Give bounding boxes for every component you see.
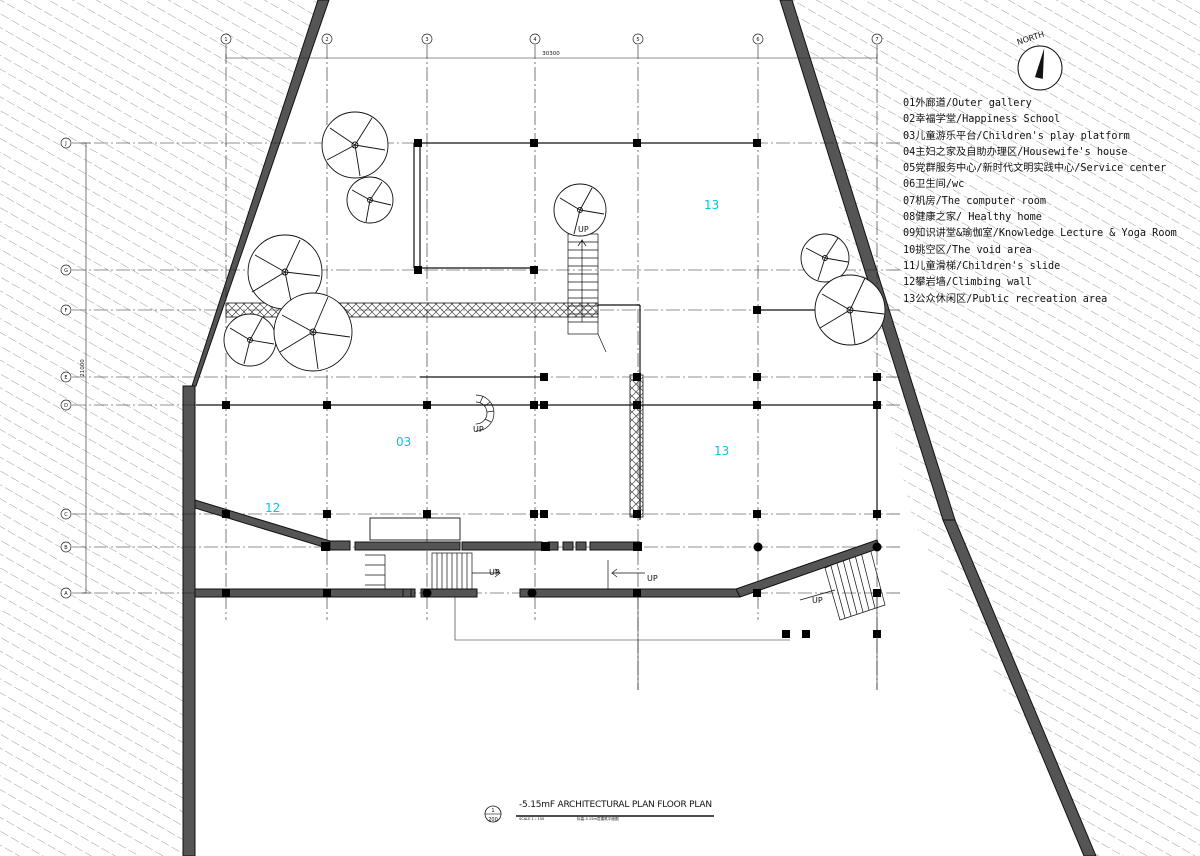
tree-icon bbox=[346, 176, 394, 224]
title-scale-ref: 200 bbox=[488, 817, 498, 823]
legend-item: 10挑空区/The void area bbox=[903, 244, 1032, 256]
grid-label-col-5: 5 bbox=[636, 37, 639, 43]
grid-label-row-d: D bbox=[64, 403, 68, 409]
drawing-subtitle-cn: 标高-5.15m层建筑平面图 bbox=[577, 817, 619, 821]
textured-wall bbox=[629, 374, 644, 518]
upper-platform-outline bbox=[196, 142, 878, 520]
up-arrow-right bbox=[607, 560, 645, 590]
dimension-lines bbox=[82, 54, 878, 594]
tree-icon bbox=[553, 183, 607, 237]
grid-label-col-2: 2 bbox=[325, 37, 328, 43]
columns bbox=[222, 139, 882, 638]
zone-label-13-upper: 13 bbox=[704, 198, 719, 212]
legend-item: 06卫生间/wc bbox=[903, 179, 965, 191]
grid-label-col-1: 1 bbox=[224, 37, 227, 43]
legend-item: 04主妇之家及自助办理区/Housewife's house bbox=[903, 146, 1128, 158]
tree-icon bbox=[321, 111, 389, 179]
legend-item: 07机房/The computer room bbox=[903, 195, 1047, 207]
legend-item: 12攀岩墙/Climbing wall bbox=[903, 277, 1032, 289]
legend-item: 08健康之家/ Healthy home bbox=[903, 212, 1042, 224]
title-number: 1 bbox=[491, 808, 494, 814]
up-label: UP bbox=[578, 225, 589, 234]
up-label: UP bbox=[812, 596, 823, 605]
bench bbox=[369, 517, 461, 541]
title-block-graphics bbox=[484, 805, 714, 823]
grid-bubble-labels: 1 2 3 4 5 6 7 J G F E D C B A bbox=[64, 37, 879, 597]
grid-label-row-j: J bbox=[64, 141, 66, 147]
spiral-stair bbox=[475, 394, 495, 432]
dimension-height: 21000 bbox=[80, 359, 86, 377]
grid-label-row-g: G bbox=[64, 268, 68, 274]
up-label: UP bbox=[489, 568, 500, 577]
tree-icon bbox=[223, 313, 277, 367]
zone-label-03: 03 bbox=[396, 435, 411, 449]
zone-label-13-lower: 13 bbox=[714, 444, 729, 458]
tree-icon bbox=[800, 233, 850, 283]
up-labels: UP UP UP UP UP bbox=[473, 225, 823, 605]
legend-item: 03儿童游乐平台/Children's play platform bbox=[903, 130, 1130, 142]
zone-label-12: 12 bbox=[265, 501, 280, 515]
grid-bubbles bbox=[60, 33, 883, 599]
grid-label-col-3: 3 bbox=[425, 37, 428, 43]
trees bbox=[223, 111, 886, 372]
up-label: UP bbox=[473, 425, 484, 434]
grid-label-row-a: A bbox=[64, 591, 68, 597]
legend-item: 13公众休闲区/Public recreation area bbox=[903, 293, 1108, 305]
legend-item: 09知识讲堂&瑜伽室/Knowledge Lecture & Yoga Room bbox=[903, 228, 1177, 240]
dimension-width: 30300 bbox=[542, 51, 560, 57]
zone-labels: 13 03 13 12 bbox=[265, 198, 729, 515]
main-stair bbox=[567, 233, 607, 353]
drawing-title: -5.15mF ARCHITECTURAL PLAN FLOOR PLAN bbox=[519, 800, 712, 810]
tree-icon bbox=[273, 292, 353, 372]
room-legend: 01外廊道/Outer gallery 02幸福学堂/Happiness Sch… bbox=[903, 96, 1177, 308]
lower-outline bbox=[454, 597, 878, 690]
grid-label-row-c: C bbox=[64, 512, 68, 518]
grid-label-row-e: E bbox=[64, 375, 67, 381]
grid-label-col-4: 4 bbox=[533, 37, 536, 43]
drawing-scale: SCALE 1 : 150 bbox=[519, 817, 545, 821]
title-block: -5.15mF ARCHITECTURAL PLAN FLOOR PLAN SC… bbox=[482, 800, 722, 830]
legend-item: 02幸福学堂/Happiness School bbox=[903, 114, 1061, 126]
grid-label-row-f: F bbox=[65, 308, 68, 314]
grid-label-col-6: 6 bbox=[756, 37, 759, 43]
grid-label-row-b: B bbox=[64, 545, 68, 551]
tree-icon bbox=[814, 274, 886, 346]
legend-item: 01外廊道/Outer gallery bbox=[903, 98, 1032, 109]
legend-item: 05党群服务中心/新时代文明实践中心/Service center bbox=[903, 163, 1167, 175]
grid-label-col-7: 7 bbox=[875, 37, 878, 43]
up-label: UP bbox=[647, 574, 658, 583]
legend-item: 11儿童滑梯/Children's slide bbox=[903, 260, 1061, 272]
